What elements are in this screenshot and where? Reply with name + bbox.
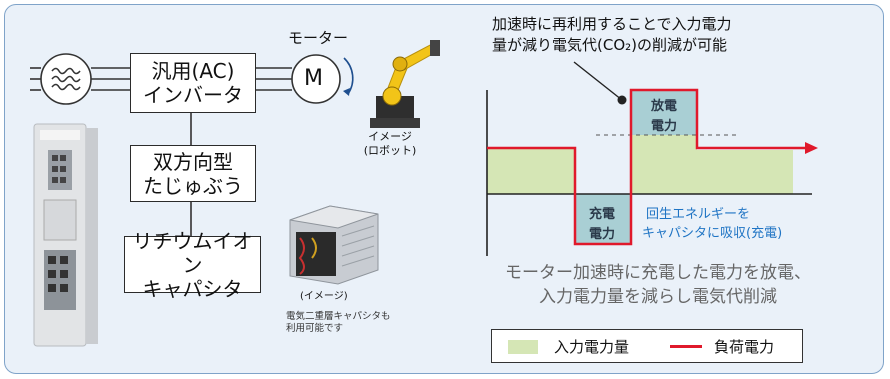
input-lines [30, 67, 130, 91]
callout-pointer [573, 61, 623, 101]
inverter-label-line1: 汎用(AC) [151, 59, 235, 83]
regen-note-line2: キャパシタに吸収(充電) [642, 226, 783, 241]
converter-block: 双方向型 たじゅぶう [130, 145, 256, 202]
load-arrow-head [805, 142, 818, 154]
charge-label: 充電 電力 [589, 205, 615, 245]
robot-caption-line1: イメージ [368, 130, 412, 143]
input-area-segment-3 [697, 150, 793, 194]
capacitor-label-line2: キャパシタ [142, 276, 243, 301]
robot-caption: イメージ (ロボット) [358, 130, 422, 158]
robot-caption-line2: (ロボット) [363, 144, 417, 157]
regen-note-line1: 回生エネルギーを [646, 207, 751, 222]
charge-area [575, 194, 631, 244]
inverter-block: 汎用(AC) インバータ [130, 53, 256, 113]
capacitor-block: リチウムイオン キャパシタ [124, 229, 261, 301]
discharge-label-line1: 放電 [651, 99, 678, 114]
motor-icon [291, 54, 354, 104]
inverter-photo [33, 123, 98, 347]
charge-label-line2: 電力 [589, 227, 616, 242]
capacitor-photo-caption: (イメージ) [300, 291, 348, 302]
capacitor-photo [289, 205, 379, 285]
inverter-label-line2: インバータ [143, 83, 243, 107]
converter-label-line2: たじゅぶう [143, 173, 243, 198]
capacitor-note-line1: 電気二重層キャパシタも [286, 311, 391, 322]
output-lines [256, 67, 292, 91]
legend-swatch-input [508, 340, 538, 354]
discharge-label: 放電 電力 [651, 97, 677, 137]
summary-text: モーター加速時に充電した電力を放電、 入力電力量を減らし電気代削減 [468, 261, 848, 309]
callout-line1: 加速時に再利用することで入力電力 [492, 15, 732, 33]
callout-line2: 量が減り電気代(CO₂)の削減が可能 [492, 36, 727, 54]
load-power-line [487, 88, 806, 246]
motor-title: モーター [288, 29, 349, 47]
charge-label-line1: 充電 [589, 207, 616, 222]
legend-swatch-load [670, 345, 702, 348]
robot-photo [370, 40, 440, 128]
legend-label-input: 入力電力量 [554, 338, 630, 356]
capacitor-label-line1: リチウムイオン [132, 228, 253, 277]
legend: 入力電力量 負荷電力 [491, 329, 803, 363]
motor-symbol: M [304, 66, 323, 91]
capacitor-note: 電気二重層キャパシタも 利用可能です [286, 311, 391, 335]
input-area-segment-2 [631, 135, 697, 194]
callout-dot [617, 95, 627, 105]
regen-note: 回生エネルギーを キャパシタに吸収(充電) [642, 205, 782, 243]
summary-line2: 入力電力量を減らし電気代削減 [539, 287, 777, 307]
discharge-area [631, 90, 697, 135]
summary-line1: モーター加速時に充電した電力を放電、 [505, 263, 811, 283]
capacitor-note-line2: 利用可能です [286, 323, 344, 334]
converter-label-line1: 双方向型 [153, 149, 233, 174]
discharge-label-line2: 電力 [651, 119, 678, 134]
input-area-segment-1 [487, 148, 575, 194]
callout-text: 加速時に再利用することで入力電力 量が減り電気代(CO₂)の削減が可能 [492, 14, 732, 56]
legend-label-load: 負荷電力 [714, 338, 775, 356]
